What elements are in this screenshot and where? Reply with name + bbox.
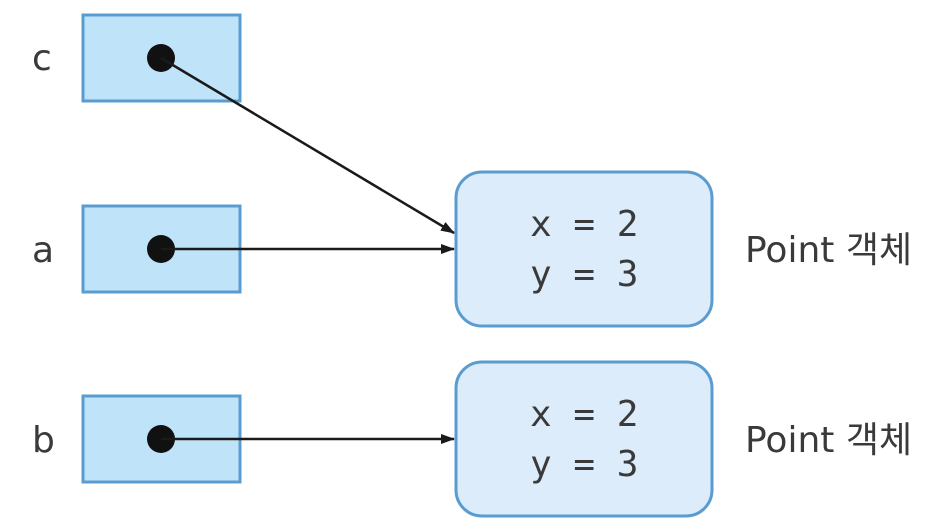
point-object-1-field-y: y = 3 — [530, 254, 638, 295]
reference-arrow-c — [160, 56, 455, 235]
point-object-2-field-x: x = 2 — [530, 394, 638, 435]
point-object-2: x = 2 y = 3 — [454, 360, 714, 518]
point-object-2-caption: Point 객체 — [745, 420, 912, 461]
variable-b-label: b — [32, 420, 55, 461]
variable-c: c — [32, 13, 242, 103]
point-object-2-box — [454, 360, 714, 518]
point-object-1-caption: Point 객체 — [745, 230, 912, 271]
variable-c-label: c — [32, 38, 52, 79]
point-object-1-box — [454, 170, 714, 328]
point-object-1-field-x: x = 2 — [530, 204, 638, 245]
point-object-1: x = 2 y = 3 — [454, 170, 714, 328]
variable-a-label: a — [32, 230, 54, 271]
point-object-2-field-y: y = 3 — [530, 444, 638, 485]
